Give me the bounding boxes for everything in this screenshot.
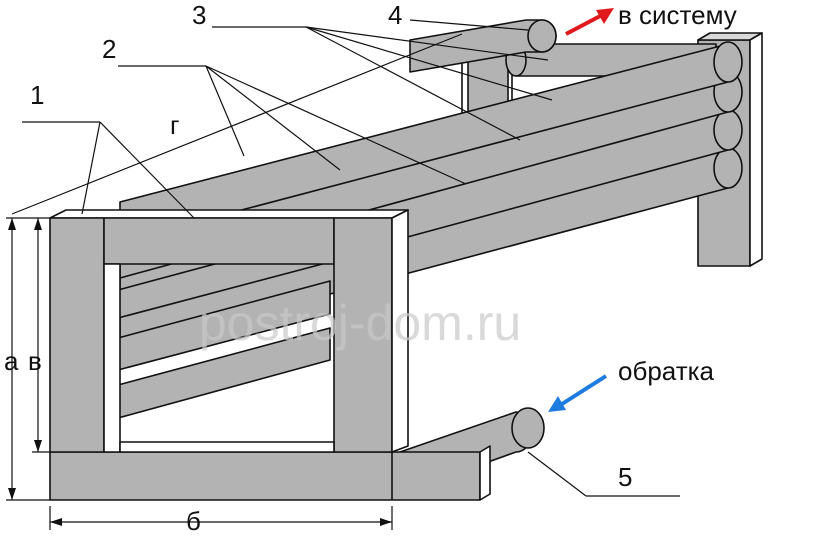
to-system-arrow — [565, 8, 614, 36]
label-part-4: 4 — [388, 0, 402, 30]
return-arrow — [548, 374, 608, 412]
supply-outlet-stub — [409, 19, 557, 73]
label-dim-g: г — [170, 110, 179, 140]
label-part-2: 2 — [102, 34, 116, 64]
label-part-3: 3 — [192, 0, 206, 30]
label-to-system: в систему — [618, 0, 737, 30]
label-part-1: 1 — [30, 80, 44, 110]
dimension-arrowheads — [8, 218, 392, 526]
label-part-5: 5 — [618, 462, 632, 492]
label-dim-a: а — [4, 346, 19, 376]
watermark: postroj-dom.ru — [199, 295, 521, 351]
base-plank — [49, 445, 491, 501]
front-frame — [49, 209, 409, 453]
label-return: обратка — [618, 356, 715, 386]
leader-lines — [6, 19, 680, 530]
label-dim-v: в — [28, 346, 42, 376]
label-dim-b: б — [186, 506, 201, 536]
